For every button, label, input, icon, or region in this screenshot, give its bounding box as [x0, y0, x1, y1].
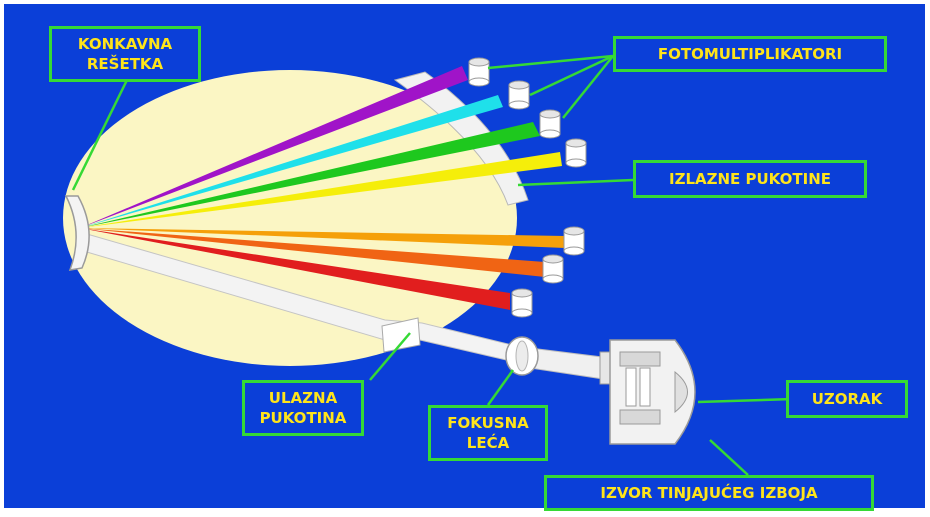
entrance-slit-label: ULAZNA PUKOTINA [242, 380, 364, 436]
photomultiplier-3 [539, 109, 561, 139]
photomultiplier-5 [563, 226, 585, 256]
beam-orange [80, 228, 565, 248]
source-label: IZVOR TINJAJUĆEG IZBOJA [544, 475, 874, 511]
photomultiplier-4 [565, 138, 587, 168]
entrance-slit [381, 317, 421, 353]
rowland-circle [63, 70, 517, 366]
beam-green [80, 122, 540, 228]
concave-grating-icon [64, 195, 90, 271]
grating-label: KONKAVNA REŠETKA [49, 26, 201, 82]
beam-yellow [80, 152, 562, 228]
photomultiplier-1 [468, 57, 490, 87]
lens-icon [505, 336, 539, 376]
photomultiplier-6 [542, 254, 564, 284]
beam-violet [80, 66, 468, 228]
lens-label: FOKUSNA LEĆA [428, 405, 548, 461]
exit-slits-label: IZLAZNE PUKOTINE [633, 160, 867, 198]
sample-label: UZORAK [786, 380, 908, 418]
photomultiplier-7 [511, 288, 533, 318]
leader-lines [71, 54, 794, 476]
beam-orange-red [80, 228, 545, 277]
photomultiplier-2 [508, 80, 530, 110]
beam-cyan [80, 95, 503, 228]
photomultipliers-label: FOTOMULTIPLIKATORI [613, 36, 887, 72]
beam-red [80, 228, 510, 310]
glow-discharge-lamp-icon [599, 339, 696, 445]
